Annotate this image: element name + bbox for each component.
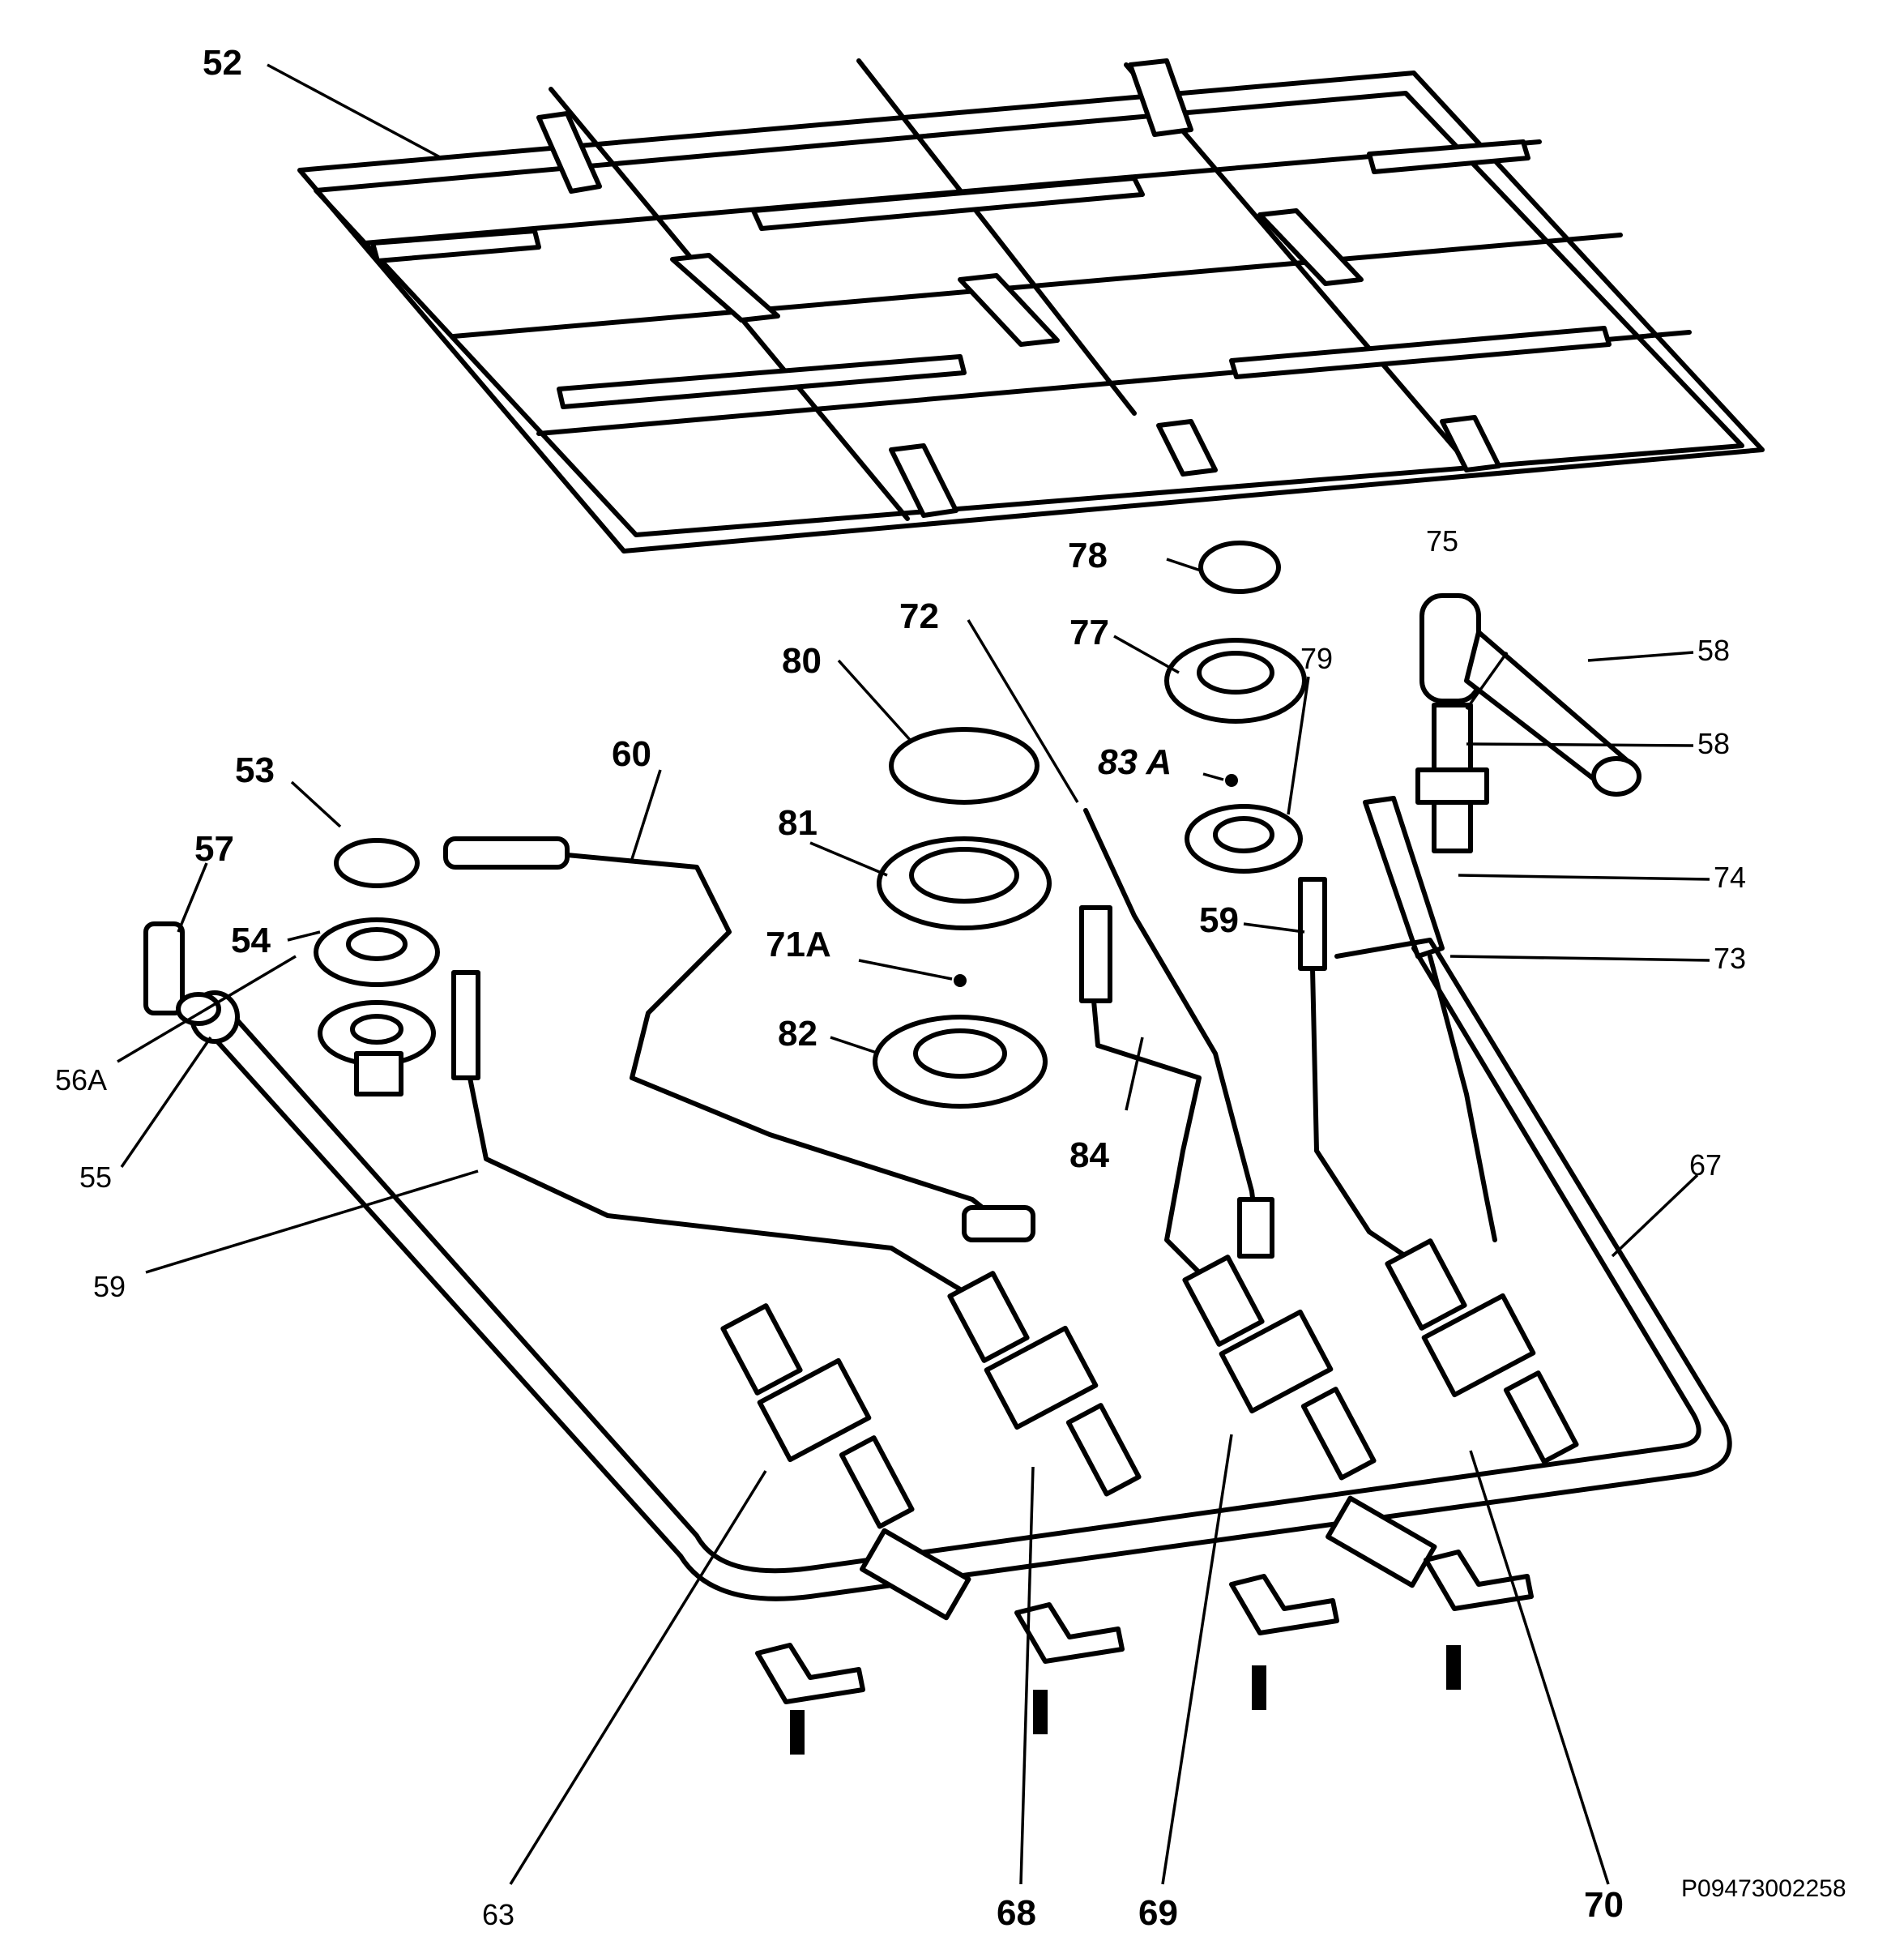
spark-electrode-lead-72 [1083, 808, 1274, 1259]
gas-tap-63 [720, 1303, 915, 1529]
callout-58-upper: 58 [1697, 634, 1730, 667]
callout-81: 81 [778, 803, 818, 843]
gas-tap-68 [947, 1271, 1142, 1497]
drawing-code: P09473002258 [1681, 1875, 1846, 1902]
callout-84: 84 [1069, 1135, 1109, 1175]
callout-59-right: 59 [1199, 900, 1239, 940]
callout-80: 80 [782, 641, 822, 681]
callout-69: 69 [1138, 1893, 1178, 1933]
callout-72: 72 [899, 596, 939, 636]
small-burner-base [318, 1000, 436, 1096]
thermocouple-59-left [451, 970, 975, 1299]
auxiliary-burner-head [1164, 638, 1307, 724]
callout-79: 79 [1300, 642, 1333, 675]
leader-lines [117, 63, 1710, 1885]
ignition-lead-84 [1079, 905, 1218, 1291]
callout-75: 75 [1426, 524, 1458, 558]
gas-tap-70 [1385, 1238, 1579, 1464]
fixing-clamp [143, 921, 221, 1026]
callout-73: 73 [1714, 942, 1746, 975]
callout-82: 82 [778, 1014, 818, 1054]
callout-labels: 52 53 54 55 56A 57 58 58 59 59 60 63 67 … [55, 43, 1746, 1933]
callout-54: 54 [231, 921, 271, 960]
large-burner-base [873, 1015, 1048, 1109]
callout-52: 52 [203, 43, 242, 83]
callout-59-left: 59 [93, 1270, 126, 1303]
gas-tap-69 [1182, 1255, 1377, 1481]
callout-83a: 83 A [1098, 742, 1172, 782]
callout-77: 77 [1069, 613, 1109, 652]
gas-inlet-elbow [1415, 593, 1641, 853]
large-burner-head [877, 836, 1052, 930]
callout-68: 68 [997, 1893, 1036, 1933]
injector-71a [954, 974, 967, 987]
callout-60: 60 [612, 734, 651, 774]
callout-78: 78 [1068, 536, 1108, 575]
injector-83a [1225, 774, 1238, 787]
callout-70: 70 [1584, 1885, 1624, 1925]
callout-55: 55 [79, 1161, 112, 1194]
callout-57: 57 [194, 829, 234, 869]
callout-63: 63 [482, 1898, 514, 1931]
callout-74: 74 [1714, 861, 1746, 894]
small-burner-head [314, 917, 440, 987]
callout-67: 67 [1689, 1148, 1722, 1182]
auxiliary-burner-base [1185, 804, 1303, 874]
large-burner-cap [889, 727, 1040, 805]
callout-58-lower: 58 [1697, 727, 1730, 760]
small-burner-cap [334, 838, 420, 888]
callout-53: 53 [235, 750, 275, 790]
pan-support-grid [297, 58, 1765, 554]
ignition-lead-60 [443, 836, 1035, 1242]
callout-71a: 71A [766, 925, 831, 964]
callout-56a: 56A [55, 1063, 107, 1096]
auxiliary-burner-cap [1198, 541, 1281, 594]
tap-brackets [755, 1495, 1534, 1755]
ignition-lead-73 [1363, 796, 1497, 1242]
